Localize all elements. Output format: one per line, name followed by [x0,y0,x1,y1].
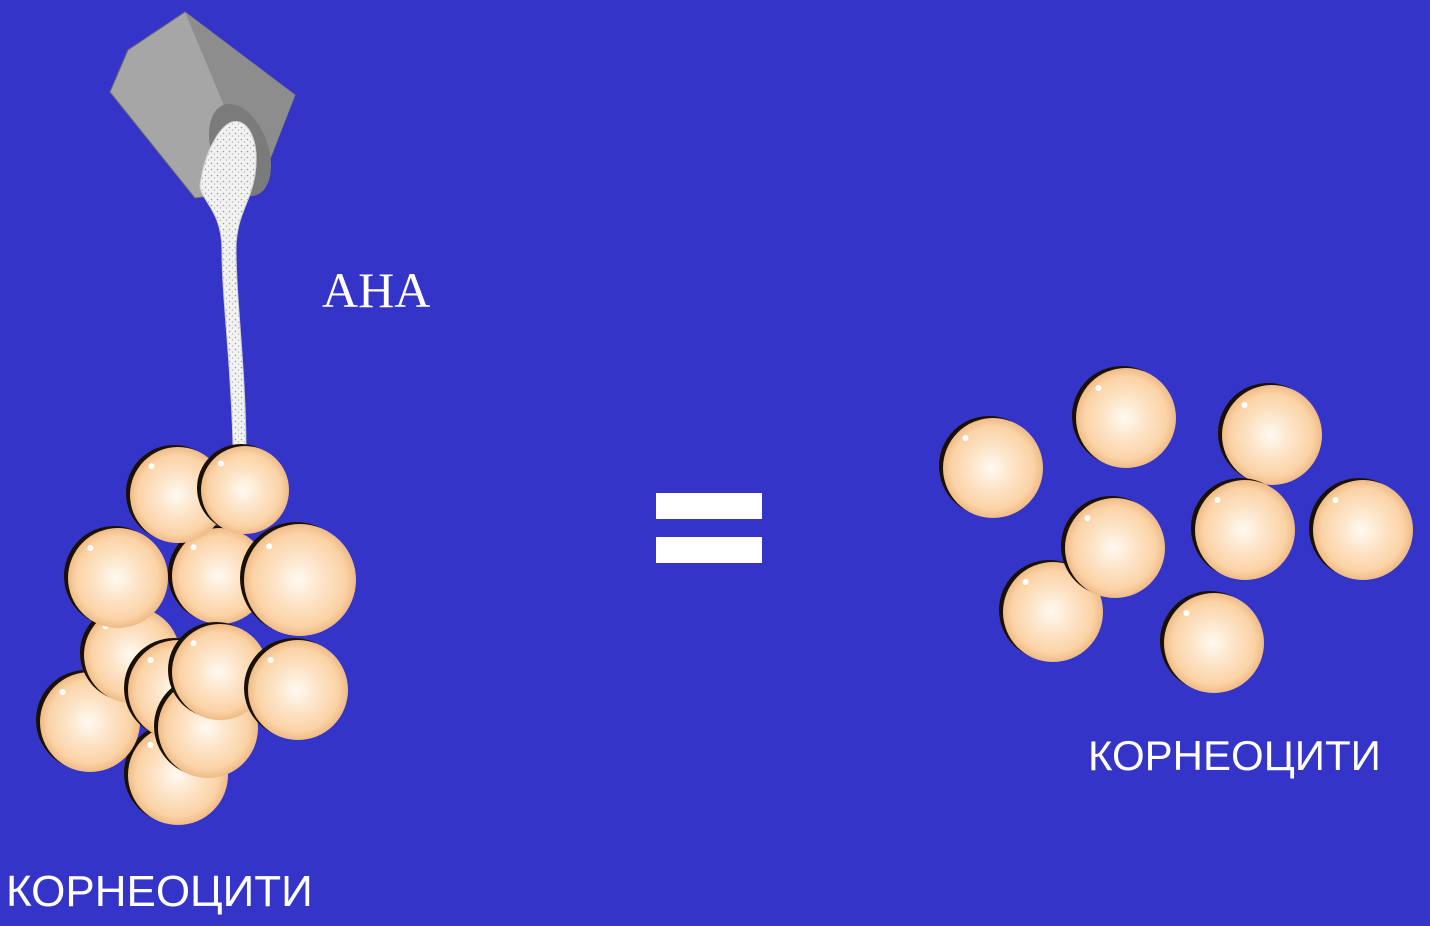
equals-sign [656,493,762,563]
substance-label: AHA [322,262,431,318]
corneocyte-cluster-left [36,444,356,825]
corneocyte-sphere [240,522,356,636]
right-caption: КОРНЕОЦИТИ [1088,732,1381,779]
left-caption: КОРНЕОЦИТИ [6,867,313,916]
corneocyte-sphere [197,444,289,534]
corneocyte-sphere [1160,591,1264,693]
corneocyte-sphere [939,416,1043,518]
corneocyte-cluster-right [939,366,1413,693]
aha-stream [199,121,257,446]
corneocyte-sphere [244,638,348,740]
corneocyte-sphere [1072,366,1176,468]
corneocyte-sphere [1218,383,1322,485]
corneocyte-sphere [168,526,268,624]
corneocyte-sphere [64,526,168,628]
corneocyte-sphere [126,445,226,543]
corneocyte-sphere [168,622,268,720]
corneocyte-sphere [1309,478,1413,580]
corneocyte-sphere [999,560,1103,662]
corneocyte-sphere [1191,478,1295,580]
corneocyte-sphere [1061,496,1165,598]
